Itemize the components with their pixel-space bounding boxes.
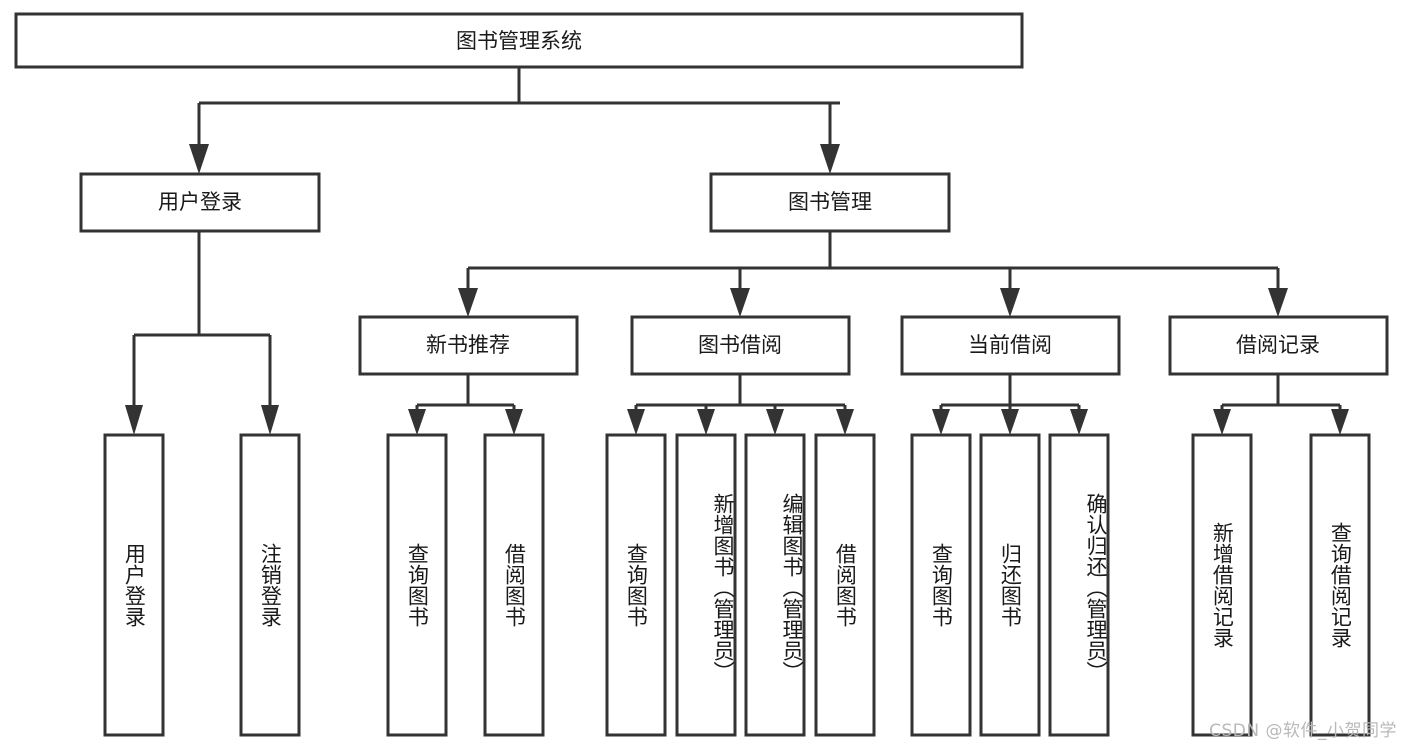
node-borrow-record-box[interactable] [1168, 315, 1389, 376]
node-leaf-user-logout-box[interactable] [239, 433, 301, 737]
node-leaf-return-book-label: 归还图书 [998, 543, 1023, 627]
node-user-login-box[interactable] [79, 172, 321, 233]
node-leaf-add-book-label: 新增图书（管理员） [711, 492, 735, 682]
arrow-head-new-book-recommend [458, 288, 478, 317]
node-leaf-add-record-box[interactable] [1191, 433, 1253, 737]
arrow-head-user-login [189, 144, 209, 174]
node-new-book-recommend-label: 新书推荐 [426, 333, 510, 357]
node-borrow-record-label: 借阅记录 [1236, 333, 1320, 357]
node-leaf-borrow-book-1-label: 借阅图书 [502, 543, 527, 627]
node-leaf-query-book-3-box[interactable] [910, 433, 972, 737]
node-user-login[interactable]: 用户登录 [79, 172, 321, 233]
arrow-head-leaf-query-record [1331, 409, 1349, 435]
arrow-head-leaf-borrow-book-2 [836, 409, 854, 435]
node-book-borrow[interactable]: 图书借阅 [630, 315, 851, 376]
node-book-borrow-label: 图书借阅 [698, 333, 782, 357]
arrow-head-leaf-edit-book [766, 409, 784, 435]
node-leaf-query-book-3-label: 查询图书 [929, 543, 954, 627]
node-leaf-query-book-1-box[interactable] [386, 433, 448, 737]
arrow-head-leaf-return-book [1001, 409, 1019, 435]
node-leaf-query-book-2-box[interactable] [605, 433, 667, 737]
node-leaf-user-logout-label: 注销登录 [258, 543, 283, 627]
arrow-head-current-borrow [1000, 288, 1020, 317]
node-leaf-query-book-2-label: 查询图书 [624, 543, 649, 627]
node-layer: 图书管理系统 用户登录 图书管理 新书推荐 图书借阅 [14, 12, 1389, 737]
node-leaf-query-record-box[interactable] [1309, 433, 1371, 737]
connector-layer [125, 67, 1349, 435]
node-new-book-recommend-box[interactable] [358, 315, 579, 376]
node-leaf-edit-book-label: 编辑图书（管理员） [780, 492, 804, 682]
node-borrow-record[interactable]: 借阅记录 [1168, 315, 1389, 376]
arrow-head-book-borrow [730, 288, 750, 317]
arrow-head-leaf-user-login [125, 405, 143, 435]
node-current-borrow-box[interactable] [900, 315, 1121, 376]
arrow-head-leaf-add-book [697, 409, 715, 435]
node-leaf-borrow-book-2-box[interactable] [814, 433, 876, 737]
node-current-borrow[interactable]: 当前借阅 [900, 315, 1121, 376]
node-leaf-borrow-book-1-box[interactable] [483, 433, 545, 737]
node-leaf-return-book-box[interactable] [979, 433, 1041, 737]
node-new-book-recommend[interactable]: 新书推荐 [358, 315, 579, 376]
node-leaf-query-record-label: 查询借阅记录 [1328, 522, 1353, 648]
node-book-management[interactable]: 图书管理 [709, 172, 951, 233]
node-leaf-confirm-return-label: 确认归还（管理员） [1084, 492, 1108, 682]
arrow-head-leaf-borrow-book-1 [505, 409, 523, 435]
node-book-management-box[interactable] [709, 172, 951, 233]
node-leaf-query-book-1-label: 查询图书 [405, 543, 430, 627]
node-root-box[interactable] [14, 12, 1024, 69]
node-leaf-borrow-book-2-label: 借阅图书 [833, 543, 858, 627]
arrow-head-leaf-add-record [1213, 409, 1231, 435]
arrow-head-borrow-record [1268, 288, 1288, 317]
arrow-head-leaf-confirm-return [1070, 409, 1088, 435]
node-leaf-user-login-label: 用户登录 [122, 543, 147, 627]
node-leaf-add-book-box[interactable] [675, 433, 737, 737]
node-current-borrow-label: 当前借阅 [968, 333, 1052, 357]
node-book-management-label: 图书管理 [788, 190, 872, 214]
node-root-label: 图书管理系统 [456, 29, 582, 53]
arrow-head-leaf-query-book-3 [932, 409, 950, 435]
node-book-borrow-box[interactable] [630, 315, 851, 376]
arrow-head-book-management [820, 144, 840, 174]
arrow-head-leaf-user-logout [261, 405, 279, 435]
node-leaf-confirm-return-box[interactable] [1048, 433, 1110, 737]
node-leaf-edit-book-box[interactable] [744, 433, 806, 737]
node-leaf-add-record-label: 新增借阅记录 [1210, 522, 1235, 648]
arrow-head-leaf-query-book-1 [408, 409, 426, 435]
node-user-login-label: 用户登录 [158, 190, 242, 214]
arrow-head-leaf-query-book-2 [627, 409, 645, 435]
node-leaf-user-login-box[interactable] [103, 433, 165, 737]
node-root[interactable]: 图书管理系统 [14, 12, 1024, 69]
